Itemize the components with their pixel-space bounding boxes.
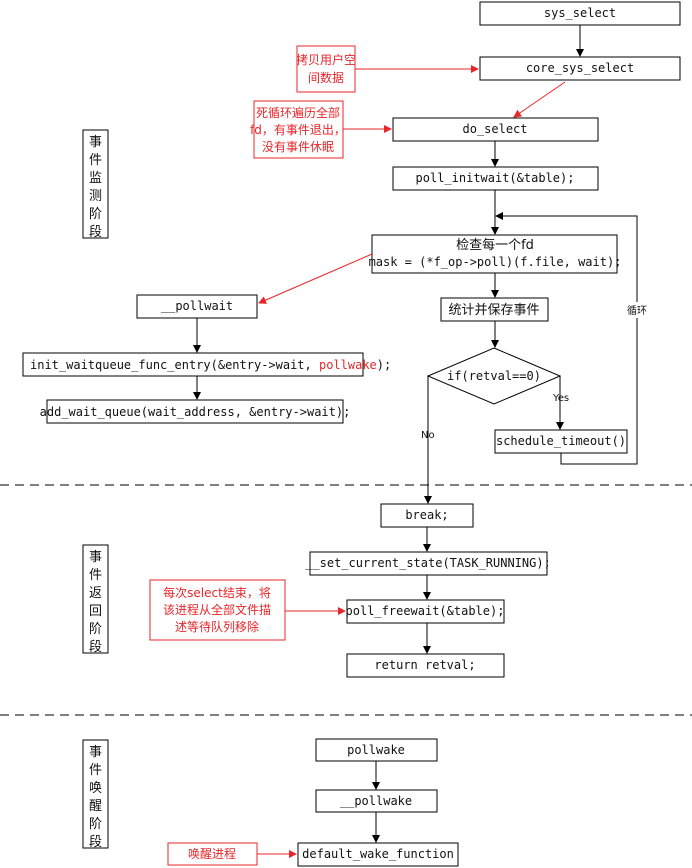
- node-check-fd: 检查每一个fd mask = (*f_op->poll)(f.file, wai…: [369, 234, 622, 274]
- stage-wake: 事件唤醒阶段: [82, 739, 109, 850]
- stage-label-char: 返: [89, 586, 102, 601]
- stage-label-char: 监: [89, 171, 102, 186]
- stage-label-char: 段: [89, 225, 102, 240]
- stage-label-char: 件: [89, 153, 102, 168]
- node-poll-freewait-label: poll_freewait(&table);: [346, 604, 505, 618]
- node-core-sys-select-label: core_sys_select: [526, 61, 634, 75]
- node-break-label: break;: [405, 508, 448, 522]
- stage-label-char: 事: [89, 745, 102, 760]
- stage-label-char: 回: [89, 604, 102, 619]
- node-pollwait-label: __pollwait: [161, 299, 233, 313]
- node-__pollwake-label: __pollwake: [340, 794, 412, 808]
- edge-label-loop: 循环: [627, 304, 647, 317]
- node-do-select: do_select: [392, 117, 599, 142]
- node-pollwait: __pollwait: [136, 294, 258, 319]
- note-dead-loop: 死循环遍历全部 fd，有事件退出， 没有事件休眠: [250, 100, 346, 159]
- note-free-wait-line2: 该进程从全部文件描: [163, 602, 271, 617]
- node-add-wait-queue-label: add_wait_queue(wait_address, &entry->wai…: [40, 405, 351, 419]
- init-waitqueue-prefix: init_waitqueue_func_entry(&entry->wait,: [30, 358, 319, 372]
- node-init-waitqueue: init_waitqueue_func_entry(&entry->wait, …: [22, 352, 391, 377]
- note-dead-loop-line1: 死循环遍历全部: [256, 105, 340, 120]
- node-sys-select: sys_select: [479, 1, 681, 26]
- node-set-current-state: __set_current_state(TASK_RUNNING);: [305, 551, 551, 576]
- note-free-wait-line1: 每次select结束，将: [163, 585, 271, 600]
- node-poll-initwait: poll_initwait(&table);: [392, 166, 599, 191]
- edge-check-to-pollwait: [258, 253, 373, 304]
- stage-label-char: 测: [89, 189, 102, 204]
- note-copy-user-line2: 间数据: [308, 70, 344, 85]
- note-wake-process-label: 唤醒进程: [188, 846, 236, 861]
- stage-label-char: 阶: [89, 622, 102, 637]
- node-pollwake-label: pollwake: [347, 743, 405, 757]
- loop-label-bg: [622, 302, 652, 318]
- note-dead-loop-line2: fd，有事件退出，: [250, 123, 346, 137]
- note-wake-process: 唤醒进程: [167, 842, 258, 866]
- node-poll-initwait-label: poll_initwait(&table);: [416, 171, 575, 185]
- stage-label-char: 件: [89, 763, 102, 778]
- stage-label-char: 阶: [89, 817, 102, 832]
- node-default-wake-function: default_wake_function: [297, 842, 459, 867]
- stage-return-label: 事件返回阶段: [89, 550, 102, 655]
- stage-label-char: 事: [89, 135, 102, 150]
- node-init-waitqueue-label: init_waitqueue_func_entry(&entry->wait, …: [30, 358, 391, 372]
- stage-label-char: 阶: [89, 207, 102, 222]
- node-pollwake: pollwake: [315, 738, 438, 762]
- node-add-wait-queue: add_wait_queue(wait_address, &entry->wai…: [40, 399, 351, 424]
- node-default-wake-function-label: default_wake_function: [302, 847, 454, 861]
- node-save-events-label: 统计并保存事件: [448, 303, 539, 318]
- node-check-fd-line1: 检查每一个fd: [456, 237, 534, 253]
- init-waitqueue-suffix: );: [377, 358, 391, 372]
- stage-monitor-label: 事件监测阶段: [89, 135, 102, 240]
- note-free-wait-line3: 述等待队列移除: [175, 619, 259, 634]
- node-retval-check: if(retval==0): [426, 347, 562, 405]
- node-return-retval-label: return retval;: [374, 658, 475, 672]
- stage-label-char: 醒: [89, 799, 102, 814]
- node-break: break;: [380, 503, 474, 528]
- note-copy-user-line1: 拷贝用户空: [296, 52, 356, 67]
- node-save-events: 统计并保存事件: [440, 297, 549, 322]
- node-poll-freewait: poll_freewait(&table);: [346, 599, 505, 624]
- note-free-wait: 每次select结束，将 该进程从全部文件描 述等待队列移除: [149, 579, 286, 641]
- stage-return: 事件返回阶段: [82, 544, 109, 655]
- edge-core-to-do: [513, 81, 566, 118]
- edge-label-no: No: [421, 430, 435, 441]
- node-schedule-timeout: schedule_timeout(): [494, 429, 628, 454]
- node-schedule-timeout-label: schedule_timeout(): [496, 434, 626, 448]
- edge-loop-back: [495, 212, 638, 465]
- node-retval-check-label: if(retval==0): [447, 369, 541, 383]
- init-waitqueue-pollwake: pollwake: [319, 358, 377, 372]
- note-copy-user: 拷贝用户空 间数据: [296, 45, 356, 93]
- stage-wake-label: 事件唤醒阶段: [89, 745, 102, 850]
- stage-label-char: 事: [89, 550, 102, 565]
- node-return-retval: return retval;: [346, 653, 505, 678]
- stage-label-char: 段: [89, 835, 102, 850]
- node-do-select-label: do_select: [462, 122, 527, 136]
- node-sys-select-label: sys_select: [544, 6, 616, 20]
- stage-label-char: 段: [89, 640, 102, 655]
- stage-monitor: 事件监测阶段: [82, 129, 109, 240]
- stage-label-char: 唤: [89, 781, 102, 796]
- node-core-sys-select: core_sys_select: [479, 56, 681, 81]
- node-set-current-state-label: __set_current_state(TASK_RUNNING);: [305, 556, 551, 570]
- node-check-fd-line2: mask = (*f_op->poll)(f.file, wait);: [369, 255, 622, 269]
- note-dead-loop-line3: 没有事件休眠: [262, 139, 334, 154]
- node-__pollwake: __pollwake: [315, 789, 438, 813]
- stage-label-char: 件: [89, 568, 102, 583]
- edge-label-yes: Yes: [552, 393, 569, 404]
